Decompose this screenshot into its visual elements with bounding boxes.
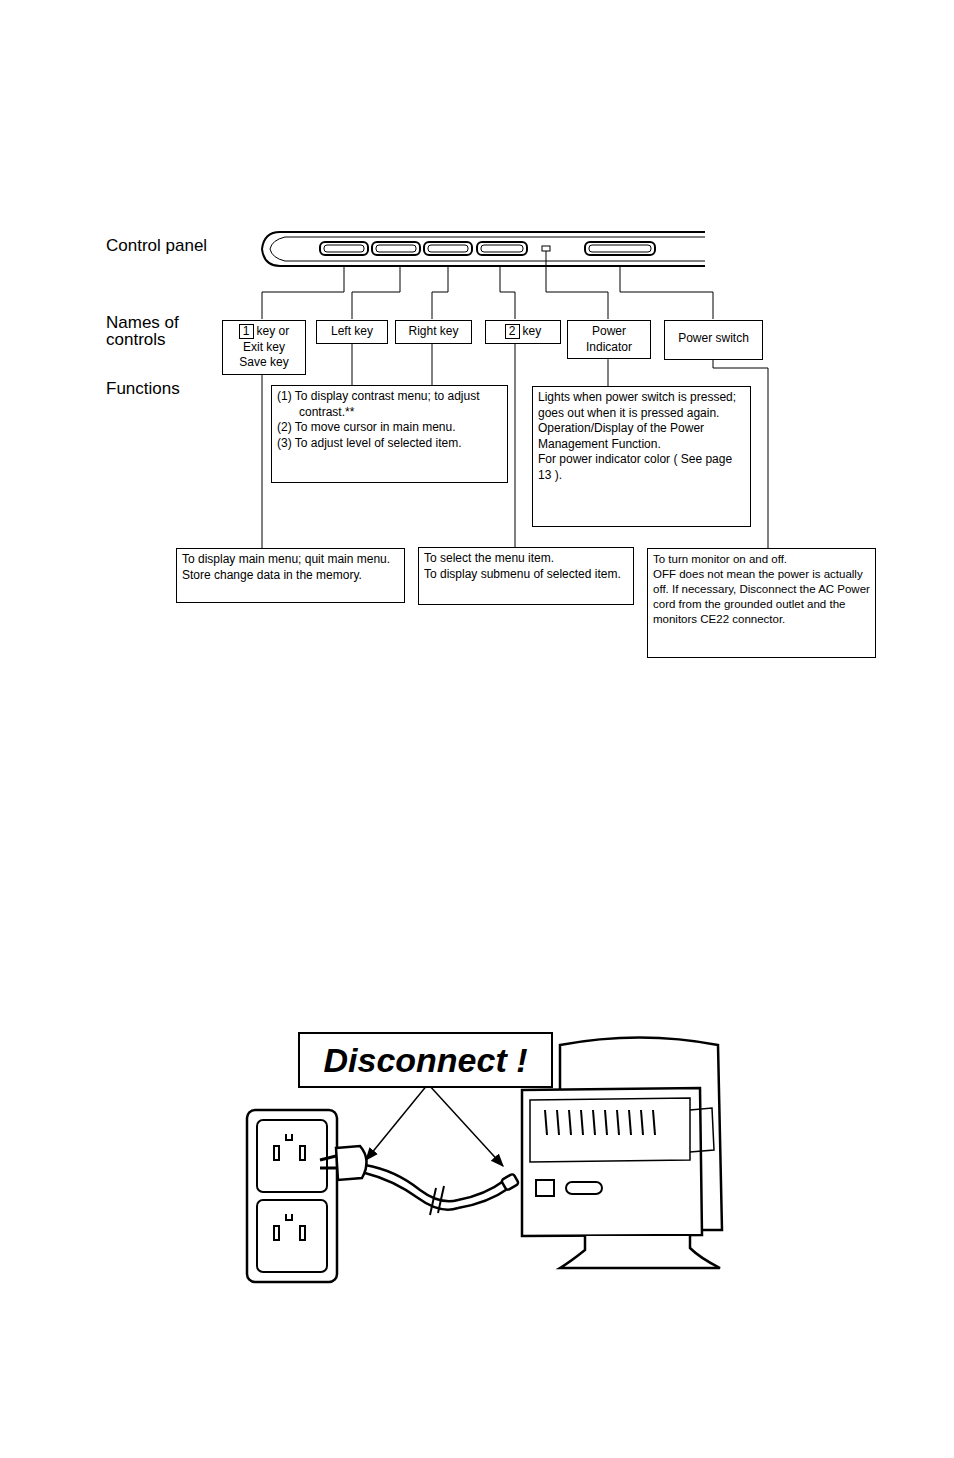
key-name-box: Right key: [395, 320, 472, 344]
key-name-box: 2key: [485, 320, 561, 344]
section-label: Functions: [106, 380, 216, 397]
connector-line: [432, 344, 433, 385]
box-text: To select the menu item.: [424, 551, 628, 567]
function-box: Lights when power switch is pressed; goe…: [532, 386, 751, 527]
key-name-box: Left key: [316, 320, 388, 344]
box-text: Left key: [322, 324, 382, 340]
section-label: Names of controls: [106, 314, 201, 348]
key-name-box: 1key or Exit key Save key: [222, 320, 306, 375]
switch-name-box: Power switch: [664, 320, 763, 360]
function-box: To display main menu; quit main menu. St…: [176, 548, 405, 603]
box-text: 2: [505, 324, 520, 339]
box-text: Power switch: [670, 331, 757, 347]
connector-line: [515, 344, 516, 547]
box-text: (3) To adjust level of selected item.: [277, 436, 502, 452]
connector-line: [262, 375, 263, 548]
box-text: To display submenu of selected item.: [424, 567, 628, 583]
connector-line: [608, 359, 609, 386]
function-box: (1) To display contrast menu; to adjust …: [271, 385, 508, 483]
function-box: To turn monitor on and off.OFF does not …: [647, 548, 876, 658]
box-text: 1: [239, 324, 254, 339]
box-text: For power indicator color ( See page 13 …: [538, 452, 745, 483]
connector-line: [352, 344, 353, 385]
box-text: OFF does not mean the power is actually …: [653, 567, 870, 627]
box-text: To turn monitor on and off.: [653, 552, 870, 567]
box-text: Lights when power switch is pressed; goe…: [538, 390, 745, 421]
box-text: (1) To display contrast menu; to adjust …: [277, 389, 502, 420]
box-text: To display main menu; quit main menu. St…: [182, 552, 399, 583]
box-text: Right key: [401, 324, 466, 340]
function-box: To select the menu item.To display subme…: [418, 547, 634, 605]
control-panel: [262, 232, 705, 266]
disconnect-arrows: [366, 1084, 503, 1166]
indicator-name-box: Power Indicator: [567, 320, 651, 359]
wall-outlet: [247, 1110, 337, 1282]
section-label: Control panel: [106, 237, 226, 254]
box-text: (2) To move cursor in main menu.: [277, 420, 502, 436]
box-text: key: [523, 324, 542, 338]
box-text: Power Indicator: [573, 324, 645, 355]
box-text: Operation/Display of the Power Managemen…: [538, 421, 745, 452]
warning-text: Disconnect !: [312, 1038, 539, 1082]
warning-box: Disconnect !: [298, 1032, 553, 1088]
leader-lines: [262, 251, 713, 319]
power-cord: [320, 1146, 519, 1215]
